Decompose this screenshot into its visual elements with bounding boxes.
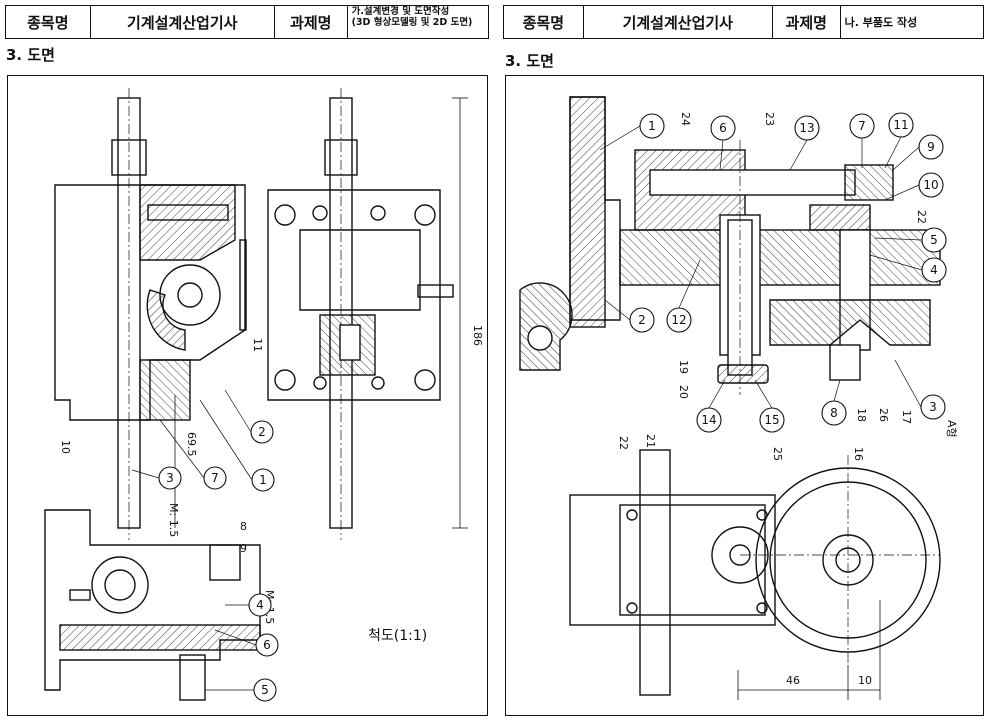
left-balloons xyxy=(158,420,279,702)
right-assembly-view xyxy=(519,96,941,395)
right-part-label-22a: 22 xyxy=(617,436,630,450)
right-part-label-23: 23 xyxy=(763,112,776,126)
right-part-labels: 16 17 18 19 20 21 22 23 24 25 26 22 xyxy=(617,112,928,461)
left-balloon-text-6: 6 xyxy=(263,638,271,652)
right-dimensions xyxy=(737,600,881,700)
right-item-label: 종목명 xyxy=(504,6,584,38)
right-top-view xyxy=(569,449,941,696)
right-task-label: 과제명 xyxy=(773,6,841,38)
right-part-label-16: 16 xyxy=(852,447,865,461)
left-item-value: 기계설계산업기사 xyxy=(91,6,275,38)
right-balloon-text-4: 4 xyxy=(930,263,938,277)
right-balloon-text-3: 3 xyxy=(929,400,937,414)
left-leaders xyxy=(131,389,257,691)
left-balloon-text-4: 4 xyxy=(256,598,264,612)
left-drawing-frame xyxy=(7,75,488,716)
right-part-label-17: 17 xyxy=(900,410,913,424)
right-balloon-text-10: 10 xyxy=(923,178,938,192)
right-a-view-label: A형 xyxy=(945,420,958,438)
right-part-label-24: 24 xyxy=(679,112,692,126)
right-task-value: 나. 부품도 작성 xyxy=(844,15,918,29)
left-balloon-6 xyxy=(255,633,279,657)
right-balloon-text-7: 7 xyxy=(858,119,866,133)
left-part-label-10: 10 xyxy=(59,440,72,454)
right-part-label-26: 26 xyxy=(877,408,890,422)
right-dim-46: 46 xyxy=(786,674,800,687)
left-balloon-text-7: 7 xyxy=(211,471,219,485)
left-item-label: 종목명 xyxy=(6,6,91,38)
right-balloon-text-15: 15 xyxy=(764,413,779,427)
left-balloon-texts: 1 2 3 4 5 6 7 xyxy=(166,425,271,697)
right-drawing-frame xyxy=(505,75,984,716)
left-part-label-11: 11 xyxy=(251,338,264,352)
right-balloon-text-11: 11 xyxy=(893,118,908,132)
left-task-value-line2: (3D 형상모델링 및 2D 도면) xyxy=(351,17,473,28)
left-balloon-text-1: 1 xyxy=(259,473,267,487)
left-module-1: M: 1.5 xyxy=(167,503,180,537)
right-balloon-text-2: 2 xyxy=(638,313,646,327)
right-dim-10: 10 xyxy=(858,674,872,687)
right-balloon-text-6: 6 xyxy=(719,121,727,135)
right-part-label-20: 20 xyxy=(677,385,690,399)
right-balloon-texts: 1 2 3 4 5 6 7 8 9 10 11 12 13 14 15 xyxy=(638,118,938,427)
right-balloon-text-5: 5 xyxy=(930,233,938,247)
right-balloon-text-8: 8 xyxy=(830,406,838,420)
left-front-view xyxy=(44,88,261,701)
right-part-label-19: 19 xyxy=(677,360,690,374)
left-section-title: 3. 도면 xyxy=(6,46,55,64)
right-part-label-18: 18 xyxy=(855,408,868,422)
right-part-label-22b: 22 xyxy=(915,210,928,224)
right-balloon-text-12: 12 xyxy=(671,313,686,327)
right-part-label-25: 25 xyxy=(771,447,784,461)
right-balloon-text-13: 13 xyxy=(799,121,814,135)
left-balloon-text-3: 3 xyxy=(166,471,174,485)
left-dimensions xyxy=(174,97,468,529)
left-task-value-line1: 가.설계변경 및 도면작성 xyxy=(351,6,450,17)
left-balloon-text-2: 2 xyxy=(258,425,266,439)
left-dim-height: 186 xyxy=(471,325,484,346)
right-balloons xyxy=(629,112,947,433)
right-part-label-21: 21 xyxy=(644,434,657,448)
left-task-value: 가.설계변경 및 도면작성 (3D 형상모델링 및 2D 도면) xyxy=(348,6,488,38)
left-side-view xyxy=(267,88,454,540)
left-scale-label: 척도(1:1) xyxy=(368,628,427,644)
right-item-value: 기계설계산업기사 xyxy=(584,6,773,38)
left-part-label-8: 8 xyxy=(240,520,247,533)
left-title-block: 종목명 기계설계산업기사 과제명 가.설계변경 및 도면작성 (3D 형상모델링… xyxy=(5,5,489,39)
left-dim-mid: 69.5 xyxy=(185,432,198,457)
left-task-label: 과제명 xyxy=(275,6,348,38)
right-balloon-text-9: 9 xyxy=(927,140,935,154)
left-part-label-9: 9 xyxy=(240,542,247,555)
right-title-block: 종목명 기계설계산업기사 과제명 나. 부품도 작성 xyxy=(503,5,984,39)
right-balloon-text-14: 14 xyxy=(701,413,716,427)
right-section-title: 3. 도면 xyxy=(505,52,554,70)
right-leaders xyxy=(599,125,923,409)
right-balloon-text-1: 1 xyxy=(648,119,656,133)
left-balloon-text-5: 5 xyxy=(261,683,269,697)
